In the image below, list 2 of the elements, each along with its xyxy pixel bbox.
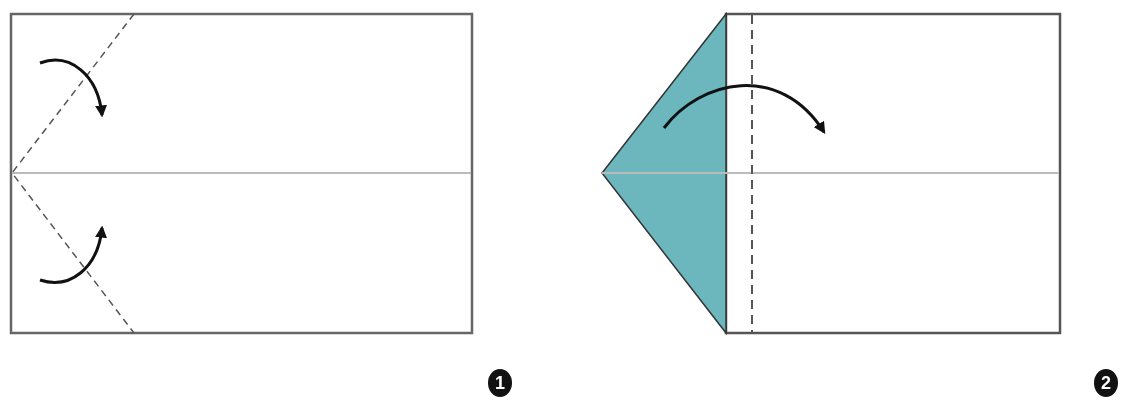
step-number: 2	[1094, 369, 1118, 397]
step-number: 1	[488, 369, 512, 397]
